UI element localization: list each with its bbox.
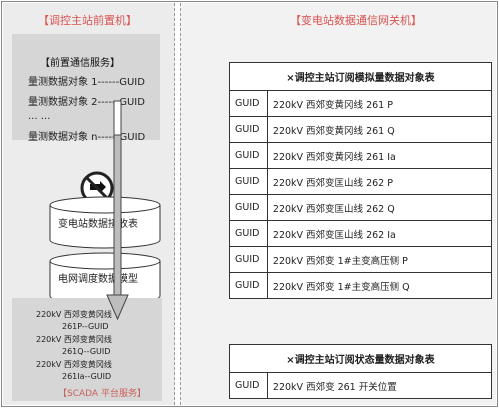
guid-cell: GUID [229,272,268,299]
table-row: GUID 220kV 西郊变黄冈线 261 Ia [229,142,493,169]
table-header-row: ×调控主站订阅状态量数据对象表 [229,344,492,373]
value-cell: 220kV 西郊变黄冈线 261 Q [266,116,493,143]
front-row-n: 量测数据对象 n------GUID [28,132,146,143]
table-row: GUID 220kV 西郊变黄冈线 261 P [229,90,493,117]
guid-cell: GUID [229,142,268,169]
scada-line-6: 261Ia--GUID [62,372,112,381]
table-row: GUID 220kV 西郊变 1#主变高压侧 Q [229,272,493,299]
table-row: GUID 220kV 西郊变匡山线 262 Ia [229,220,493,247]
scada-line-5: 220kV 西郊变黄冈线 [36,360,112,369]
scada-line-3: 220kV 西郊变黄冈线 [36,335,112,344]
value-cell: 220kV 西郊变黄冈线 261 Ia [266,142,493,169]
down-arrow-icon [106,100,129,321]
value-cell: 220kV 西郊变匡山线 262 Q [266,194,493,221]
value-cell: 220kV 西郊变黄冈线 261 P [266,90,493,117]
table-row: GUID 220kV 西郊变匡山线 262 Q [229,194,493,221]
value-cell: 220kV 西郊变 1#主变高压侧 P [266,246,493,273]
front-row-2: 量测数据对象 2------GUID [28,97,145,108]
scada-box [12,298,162,401]
scada-line-4: 261Q--GUID [62,347,111,356]
scada-line-2: 261P--GUID [62,322,109,331]
analog-subscription-table: ×调控主站订阅模拟量数据对象表 GUID 220kV 西郊变黄冈线 261 P … [229,62,493,299]
right-panel-title: 【变电站数据通信网关机】 [290,14,422,27]
table-row: GUID 220kV 西郊变 261 开关位置 [229,372,493,399]
scada-label: 【SCADA 平台服务】 [58,389,146,399]
table-row: GUID 220kV 西郊变黄冈线 261 Q [229,116,493,143]
front-service-box [12,34,160,140]
grid-model-label: 电网调度数据模型 [58,274,138,285]
table-row: GUID 220kV 西郊变匡山线 262 P [229,168,493,195]
guid-cell: GUID [229,194,268,221]
value-cell: 220kV 西郊变 1#主变高压侧 Q [266,272,493,299]
receive-table-cylinder [49,196,161,249]
guid-cell: GUID [229,372,268,399]
front-row-1: 量测数据对象 1------GUID [28,77,145,88]
value-cell: 220kV 西郊变 261 开关位置 [266,372,493,399]
table-header-row: ×调控主站订阅模拟量数据对象表 [229,62,492,91]
front-service-title: 【前置通信服务】 [40,58,120,69]
status-table-header: ×调控主站订阅状态量数据对象表 [229,344,492,373]
analog-table-header: ×调控主站订阅模拟量数据对象表 [229,62,492,91]
scada-line-1: 220kV 西郊变黄冈线 [36,310,112,319]
value-cell: 220kV 西郊变匡山线 262 P [266,168,493,195]
guid-cell: GUID [229,116,268,143]
value-cell: 220kV 西郊变匡山线 262 Ia [266,220,493,247]
left-panel-title: 【调控主站前置机】 [38,14,137,27]
guid-cell: GUID [229,168,268,195]
receive-table-label: 变电站数据接收表 [58,219,138,230]
guid-cell: GUID [229,90,268,117]
guid-cell: GUID [229,246,268,273]
front-row-ellipsis: ... ... [28,111,51,122]
table-row: GUID 220kV 西郊变 1#主变高压侧 P [229,246,493,273]
guid-cell: GUID [229,220,268,247]
status-subscription-table: ×调控主站订阅状态量数据对象表 GUID 220kV 西郊变 261 开关位置 [229,344,493,399]
